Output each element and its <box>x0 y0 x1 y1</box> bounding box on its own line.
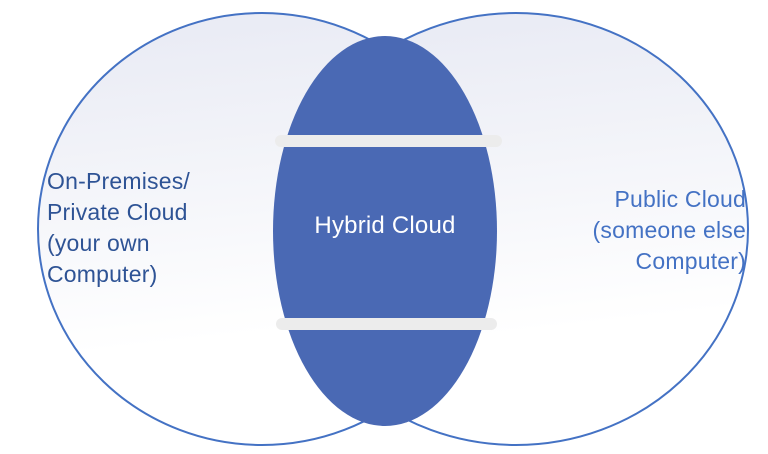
right-circle-label: Public Cloud (someone else Computer) <box>592 186 746 274</box>
hybrid-cloud-label: Hybrid Cloud <box>314 211 456 239</box>
stripe-bottom <box>276 318 497 330</box>
stripe-top <box>275 135 502 147</box>
left-circle-label: On-Premises/ Private Cloud (your own Com… <box>47 168 190 287</box>
